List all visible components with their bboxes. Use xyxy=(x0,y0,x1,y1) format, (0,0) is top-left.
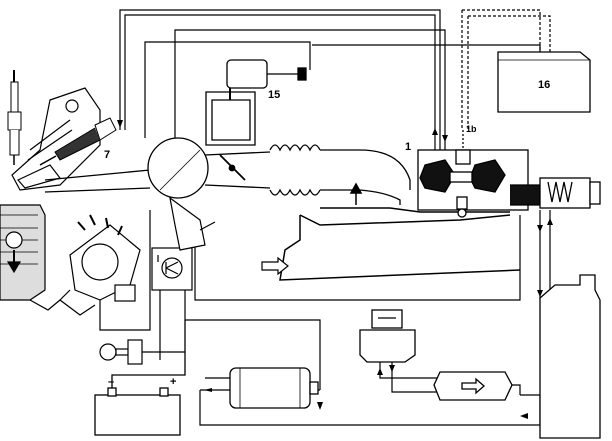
fuel-tank-icon xyxy=(539,274,601,439)
battery-plus: + xyxy=(170,376,176,388)
distributor-icon xyxy=(59,214,141,316)
fuel-distributor xyxy=(417,130,529,218)
engine-block xyxy=(0,204,61,311)
ignition-key-icon xyxy=(99,339,185,365)
battery-icon xyxy=(94,320,186,436)
injector-icon xyxy=(39,117,117,166)
ignition-switch-module xyxy=(151,247,193,291)
spark-plug-icon xyxy=(7,70,22,165)
throttle-valve xyxy=(219,154,246,181)
ecu-box xyxy=(497,51,591,113)
battery-minus: – xyxy=(108,376,114,388)
accumulator-icon xyxy=(229,367,319,409)
intake-duct xyxy=(44,137,411,205)
inlet-arrow-icon xyxy=(261,256,289,276)
label-15: 15 xyxy=(268,89,280,101)
pressure-actuator xyxy=(205,59,307,146)
label-16: 16 xyxy=(538,79,550,91)
cylinder-head xyxy=(11,87,101,191)
auxiliary-air-tube xyxy=(169,196,216,251)
label-7: 7 xyxy=(104,149,110,161)
flow-arrows xyxy=(117,120,553,419)
pressure-regulator xyxy=(510,177,601,209)
air-sensor-plate xyxy=(279,207,521,281)
fuel-filter-icon xyxy=(433,371,513,401)
airflow-arrow-icon xyxy=(349,182,363,205)
label-1b: 1b xyxy=(466,124,477,134)
fuel-pump-icon xyxy=(359,309,416,363)
label-1: 1 xyxy=(405,141,411,153)
fuel-lines xyxy=(99,9,551,426)
